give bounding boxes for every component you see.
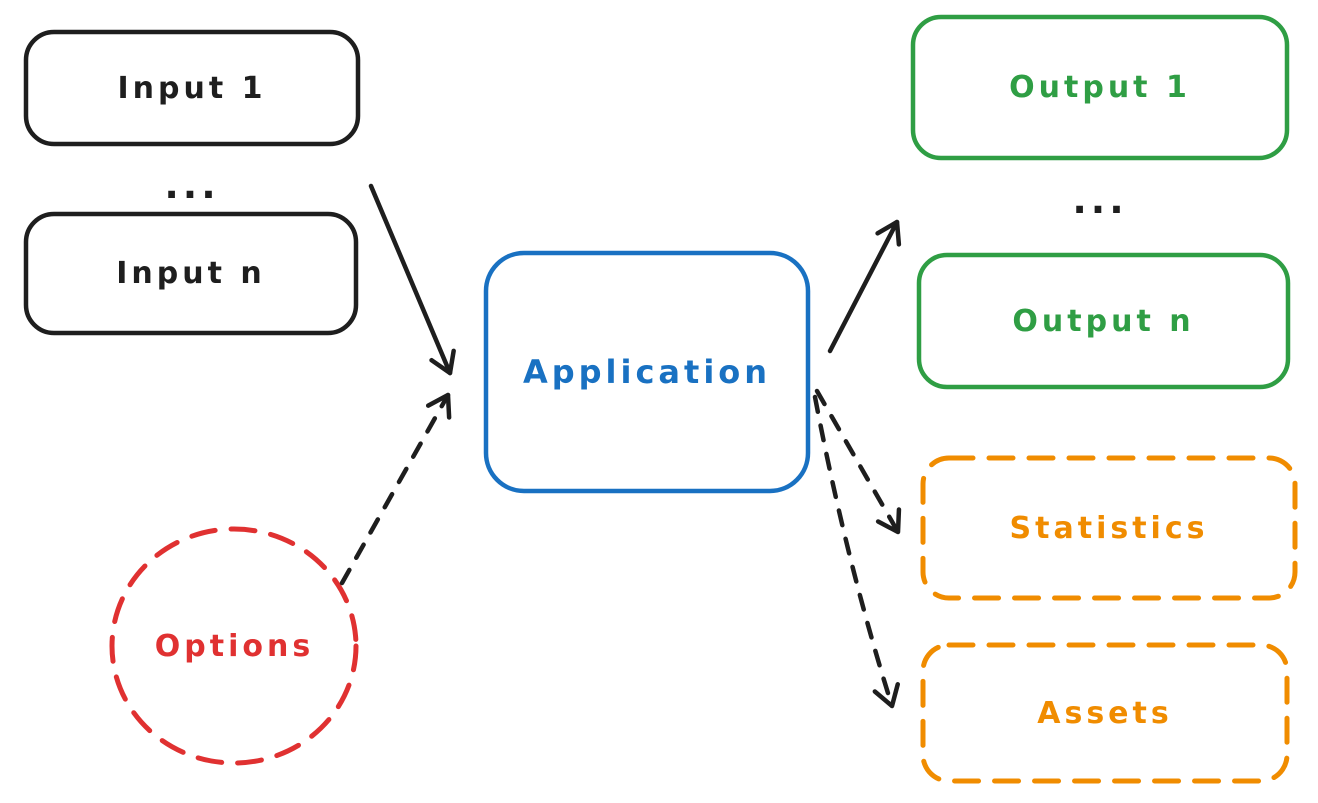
node-options-shape <box>109 526 359 766</box>
edge-options-to-application <box>339 392 452 586</box>
inputs-ellipsis: ... <box>164 163 220 207</box>
node-input-1-label: Input 1 <box>117 70 267 106</box>
node-output-1-shape <box>910 14 1290 161</box>
node-assets-label: Assets <box>1037 695 1173 731</box>
node-output-1-label: Output 1 <box>1009 70 1191 105</box>
node-output-n-label: Output n <box>1012 303 1195 339</box>
node-input-n-label: Input n <box>116 256 266 291</box>
edge-application-to-statistics <box>814 388 902 535</box>
node-options-label: Options <box>154 628 315 664</box>
node-statistics-shape <box>920 455 1298 601</box>
node-input-1-shape <box>23 29 361 147</box>
node-output-n-shape <box>916 252 1291 390</box>
node-application-shape <box>483 250 811 494</box>
node-application-label: Application <box>522 353 772 391</box>
edge-application-to-outputs <box>827 219 902 354</box>
node-input-n-shape <box>23 211 359 336</box>
outputs-ellipsis: ... <box>1072 178 1128 222</box>
edge-inputs-to-application <box>368 183 456 376</box>
node-statistics-label: Statistics <box>1009 510 1209 546</box>
edge-application-to-assets <box>812 394 900 709</box>
